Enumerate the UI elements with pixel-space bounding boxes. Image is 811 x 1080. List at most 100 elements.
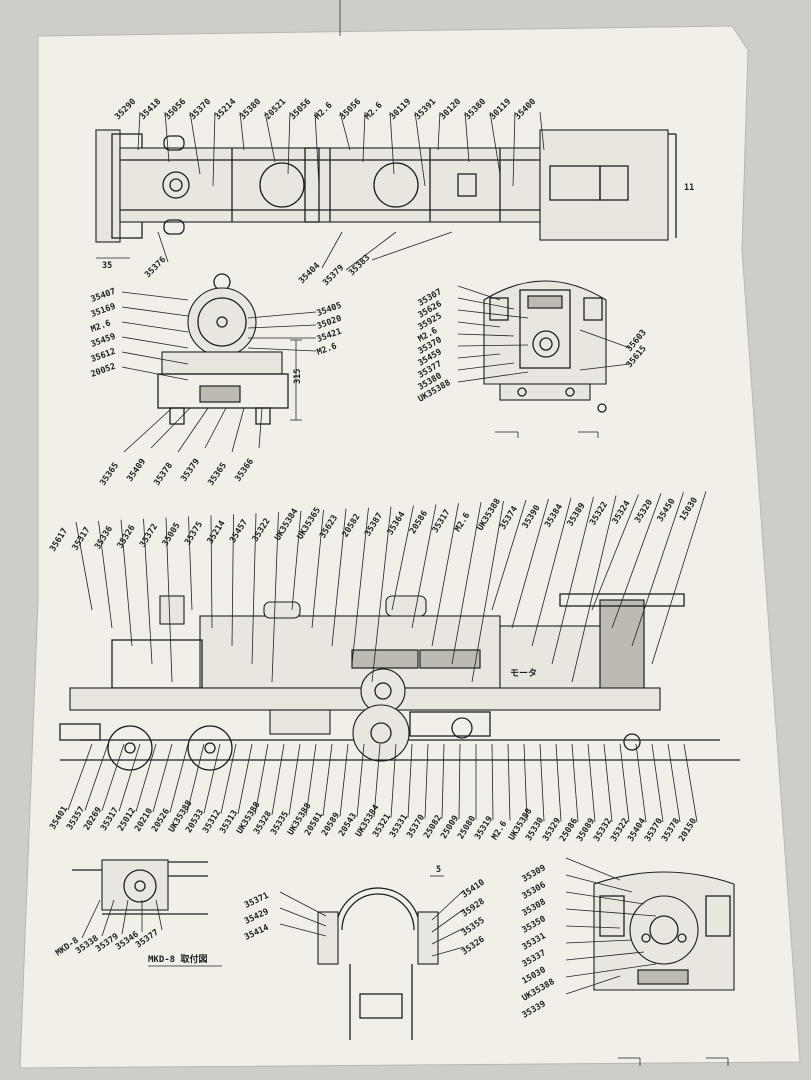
leader-line (84, 743, 109, 811)
leader-line (271, 743, 285, 815)
front-view: 315 (157, 273, 303, 425)
leader-line (351, 507, 369, 665)
leader-line (121, 899, 129, 935)
detail-a-caption: MKD-8 取付図 (148, 953, 208, 965)
leader-line (314, 111, 320, 187)
leader-line (565, 874, 633, 893)
leader-line (339, 111, 351, 151)
side-view: モータ (59, 593, 740, 771)
leader-line (471, 501, 504, 683)
leader-line (188, 516, 193, 611)
leader-line (565, 975, 621, 995)
leader-line (464, 111, 470, 163)
leader-line (331, 508, 347, 647)
leader-line (164, 111, 170, 163)
leader-line (189, 111, 201, 175)
leader-line (123, 407, 173, 453)
leader-line (271, 512, 279, 683)
leader-line (169, 743, 189, 813)
leader-line (135, 743, 157, 812)
leader-line (247, 311, 317, 319)
leader-line (101, 743, 125, 811)
leader-line (152, 743, 173, 813)
leader-line (591, 494, 639, 611)
leader-line (75, 521, 93, 611)
leader-line (565, 951, 645, 961)
leader-line (511, 498, 549, 629)
leader-line (431, 503, 459, 647)
leader-line (101, 899, 115, 937)
leader-line (611, 493, 662, 629)
leader-line (157, 231, 169, 263)
leader-line (391, 505, 414, 611)
leader-line (373, 743, 381, 818)
leader-line (651, 743, 664, 823)
leader-line (512, 111, 516, 187)
leader-line (177, 407, 209, 453)
leader-line (579, 329, 631, 349)
leader-line (565, 908, 657, 917)
leader-line (579, 363, 631, 371)
leader-line (631, 492, 684, 647)
leader-line (67, 743, 93, 811)
leader-line (118, 743, 141, 812)
cab-view (483, 280, 607, 438)
leader-line (254, 743, 269, 815)
boiler-mark: モータ (510, 667, 537, 679)
leader-line (237, 743, 253, 815)
leader-line (165, 517, 173, 683)
leader-line (220, 743, 237, 814)
leader-line (279, 891, 327, 917)
leader-line (322, 743, 333, 817)
leader-line (407, 743, 413, 819)
leader-line (356, 743, 365, 817)
leader-line (565, 857, 621, 881)
cab-view-labels: 353073562635925M2.635370354593537735380U… (417, 285, 529, 405)
leader-line (339, 743, 349, 817)
leader-line (571, 743, 579, 823)
leader-line (491, 499, 527, 611)
leader-line (458, 743, 461, 820)
leader-line (204, 407, 227, 449)
leader-line (247, 324, 317, 329)
leader-line (264, 111, 276, 163)
leader-line (120, 519, 133, 647)
leader-line (345, 231, 397, 271)
leader-line (203, 743, 221, 814)
leader-line (411, 504, 437, 629)
leader-line (457, 344, 529, 347)
leader-line (431, 946, 465, 957)
leader-line (291, 510, 302, 611)
leader-line (667, 743, 681, 823)
leader-line (371, 231, 453, 261)
leader-line (98, 520, 113, 629)
leader-line (231, 514, 234, 647)
leader-line (424, 743, 429, 819)
leader-line (431, 889, 465, 921)
leader-line (121, 291, 189, 301)
leader-line (457, 353, 501, 359)
leader-line (531, 497, 572, 647)
leader-line (247, 347, 317, 352)
leader-line (437, 111, 441, 151)
leader-line (389, 111, 395, 175)
leader-line (619, 743, 630, 823)
leader-line (551, 496, 594, 665)
leader-line (121, 351, 189, 365)
leader-line (603, 743, 613, 823)
leader-line (457, 285, 501, 301)
top-dim-right: 11 (684, 183, 694, 193)
leader-line (279, 907, 327, 927)
leader-line (651, 491, 707, 665)
leader-line (539, 111, 545, 151)
leader-line (210, 515, 213, 629)
leader-line (311, 509, 324, 629)
leader-line (121, 306, 189, 317)
leader-line (287, 111, 291, 175)
leader-line (390, 743, 397, 818)
leader-line (251, 513, 257, 665)
leader-line (371, 506, 392, 683)
leader-line (231, 407, 245, 453)
front-dim: 315 (293, 369, 303, 384)
